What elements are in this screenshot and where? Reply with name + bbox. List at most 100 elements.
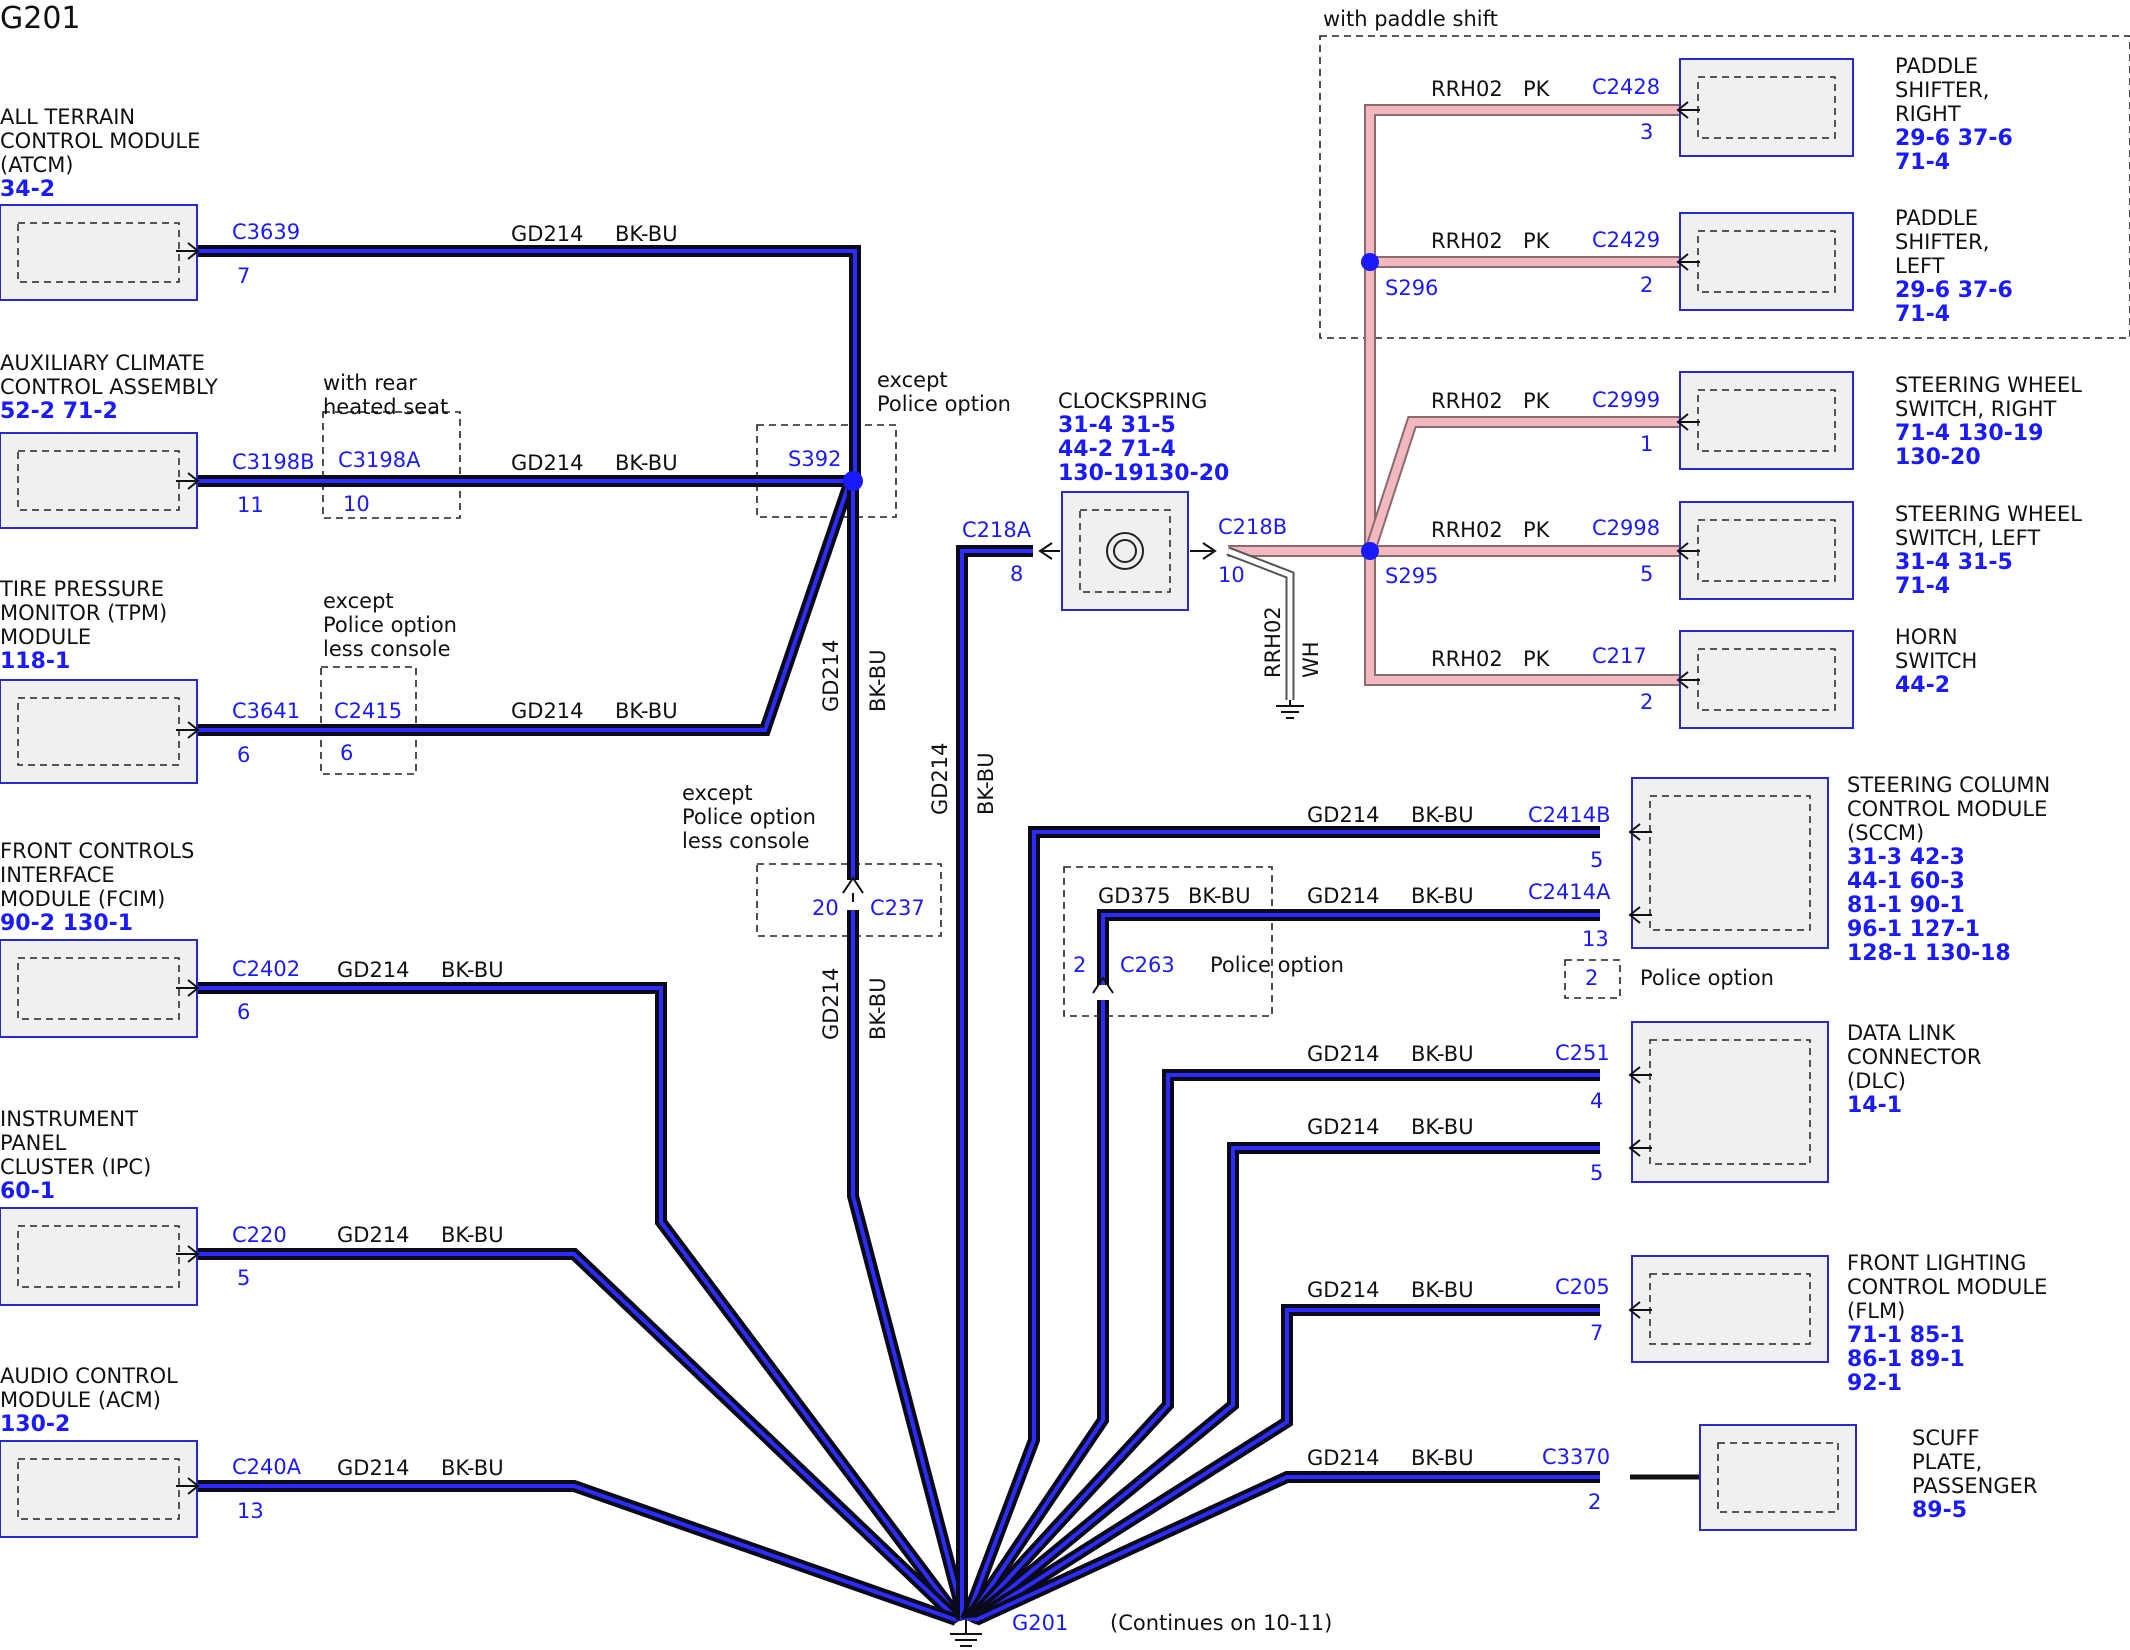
sccm-ref: 31-3 42-3	[1847, 845, 1965, 870]
scuff-module-inner	[1717, 1442, 1839, 1513]
sccm-ref: 128-1 130-18	[1847, 941, 2011, 966]
wire-circuit-label: GD214	[337, 958, 410, 982]
sw_left-name-line: STEERING WHEEL	[1895, 502, 2082, 526]
wire-circuit-label: GD214	[511, 222, 584, 246]
aux-ref: 52-2 71-2	[0, 399, 118, 424]
rrh02-color-label: PK	[1523, 389, 1551, 413]
c237-note-line: less console	[682, 829, 810, 853]
rrh02-circuit-label: RRH02	[1431, 518, 1503, 542]
wire-circuit-label: GD214	[511, 451, 584, 475]
s392-box	[756, 424, 897, 518]
dlc-pin-b: 5	[1590, 1161, 1603, 1185]
sw_left-module	[1679, 501, 1854, 600]
dlc-module-inner	[1649, 1039, 1811, 1165]
flm-name-line: (FLM)	[1847, 1299, 1905, 1323]
tpm-note-line: except	[323, 589, 394, 613]
atcm-pin: 7	[237, 264, 250, 288]
ipc-pin: 5	[237, 1266, 250, 1290]
c237-pin: 20	[812, 896, 839, 920]
flm-ref: 86-1 89-1	[1847, 1347, 1965, 1372]
wire-color-label: BK-BU	[1411, 884, 1474, 908]
paddle_right-name-line: SHIFTER,	[1895, 78, 1989, 102]
dlc-pin5-arrow-icon	[1628, 1139, 1652, 1157]
wire-circuit-label: GD214	[1307, 803, 1380, 827]
tpm-pin: 6	[237, 743, 250, 767]
wire-circuit-label: GD214	[1307, 1446, 1380, 1470]
dlc-pin4-arrow-icon	[1628, 1066, 1652, 1084]
wire-circuit-label: GD214	[819, 639, 843, 712]
ipc-name-line: PANEL	[0, 1131, 67, 1155]
c263-color-label: BK-BU	[1188, 884, 1251, 908]
acm-arrow-icon	[176, 1477, 200, 1495]
wire-circuit-label: GD214	[1307, 1115, 1380, 1139]
atcm-module-inner	[17, 222, 180, 283]
rrh02-color-label: PK	[1523, 77, 1551, 101]
horn-name-line: HORN	[1895, 625, 1958, 649]
c218a-pin: 8	[1010, 562, 1023, 586]
paddle_left-module	[1679, 212, 1854, 311]
horn-module	[1679, 630, 1854, 729]
c218b-pin: 10	[1218, 563, 1245, 587]
c237-note-line: except	[682, 781, 753, 805]
s296-label: S296	[1385, 276, 1438, 300]
fcim-arrow-icon	[176, 979, 200, 997]
sccm-police-box	[1564, 959, 1621, 999]
tpm-name-line: MODULE	[0, 625, 91, 649]
clockspring-name-line: CLOCKSPRING	[1058, 389, 1207, 413]
c2414b-connector: C2414B	[1528, 803, 1611, 827]
wire-color-label: BK-BU	[1411, 803, 1474, 827]
splice-s295	[1361, 542, 1379, 560]
c2415-box	[320, 666, 417, 775]
tpm-arrow-icon	[176, 721, 200, 739]
s392-note-line: Police option	[877, 392, 1011, 416]
sw_left-pin: 5	[1640, 562, 1653, 586]
rrh02-color-label: PK	[1523, 229, 1551, 253]
paddle_left-ref: 29-6 37-6	[1895, 278, 2013, 303]
wire-color-label: BK-BU	[615, 451, 678, 475]
s392-label: S392	[788, 447, 841, 471]
sccm-module	[1631, 777, 1829, 949]
sccm-ref: 81-1 90-1	[1847, 893, 1965, 918]
sccm-name-line: (SCCM)	[1847, 821, 1924, 845]
acm-module	[0, 1440, 198, 1538]
c263-box	[1063, 866, 1273, 1017]
rrh02-circuit-label: RRH02	[1431, 647, 1503, 671]
acm-name-line: MODULE (ACM)	[0, 1388, 161, 1412]
flm-connector: C205	[1555, 1275, 1610, 1299]
c2415-pin: 6	[340, 741, 353, 765]
clockspring-gnd-wire: RRH02	[1261, 606, 1285, 678]
sw_right-name-line: STEERING WHEEL	[1895, 373, 2082, 397]
sccm-pin5-arrow-icon	[1628, 823, 1652, 841]
tpm-ref: 118-1	[0, 649, 70, 674]
paddle_left-ref: 71-4	[1895, 302, 1950, 327]
sw_left-name-line: SWITCH, LEFT	[1895, 526, 2040, 550]
c237-note-line: Police option	[682, 805, 816, 829]
c218b-connector: C218B	[1218, 515, 1287, 539]
horn-name-line: SWITCH	[1895, 649, 1977, 673]
scuff-name-line: SCUFF	[1912, 1426, 1980, 1450]
sw_right-module	[1679, 371, 1854, 470]
clockspring-ref: 44-2 71-4	[1058, 437, 1176, 462]
ipc-arrow-icon	[176, 1245, 200, 1263]
sw_right-pin: 1	[1640, 432, 1653, 456]
paddle_right-name-line: RIGHT	[1895, 102, 1961, 126]
dlc-name-line: CONNECTOR	[1847, 1045, 1982, 1069]
aux-name-line: AUXILIARY CLIMATE	[0, 351, 205, 375]
acm-connector: C240A	[232, 1455, 302, 1479]
s295-label: S295	[1385, 564, 1438, 588]
ground-g201-label: G201	[1012, 1611, 1068, 1635]
flm-name-line: CONTROL MODULE	[1847, 1275, 2047, 1299]
paddle_left-name-line: SHIFTER,	[1895, 230, 1989, 254]
clockspring-gnd-color: WH	[1299, 641, 1323, 678]
acm-pin: 13	[237, 1499, 264, 1523]
rrh02-color-label: PK	[1523, 647, 1551, 671]
sccm-name-line: STEERING COLUMN	[1847, 773, 2050, 797]
page-title: G201	[0, 1, 81, 36]
c263-wire-label: GD375	[1098, 884, 1171, 908]
flm-name-line: FRONT LIGHTING	[1847, 1251, 2026, 1275]
paddle_right-name-line: PADDLE	[1895, 54, 1978, 78]
clockspring-ref: 130-19130-20	[1058, 461, 1229, 486]
ipc-name-line: CLUSTER (IPC)	[0, 1155, 151, 1179]
